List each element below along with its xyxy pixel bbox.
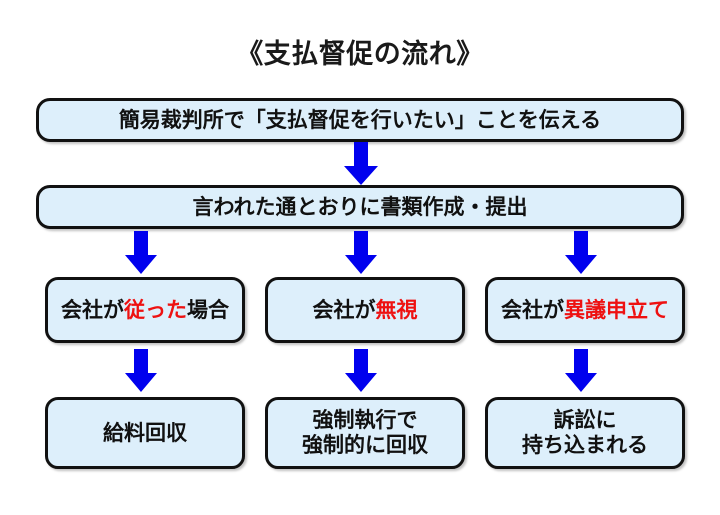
flow-node-step1-label: 簡易裁判所で「支払督促を行いたい」ことを伝える: [118, 107, 602, 132]
flow-node-result2: 強制執行で 強制的に回収: [265, 397, 465, 469]
result2-line1: 強制執行で: [312, 408, 418, 433]
branch1-highlight: 従った: [124, 297, 187, 322]
flow-node-branch2: 会社が無視: [265, 277, 465, 343]
down-arrow-icon: [344, 231, 378, 275]
flow-node-result1-label: 給料回収: [48, 421, 242, 446]
result3-line2: 持ち込まれる: [522, 433, 648, 457]
down-arrow-icon: [343, 142, 379, 186]
branch1-prefix: 会社が: [61, 297, 124, 322]
down-arrow-icon: [564, 349, 598, 393]
flow-node-branch1: 会社が従った場合: [45, 277, 245, 343]
flow-node-step2: 言われた通とおりに書類作成・提出: [36, 185, 684, 229]
branch2-prefix: 会社が: [312, 297, 376, 322]
branch1-suffix: 場合: [187, 297, 229, 322]
flow-node-branch2-label: 会社が無視: [268, 298, 462, 323]
down-arrow-icon: [564, 231, 598, 275]
down-arrow-icon: [124, 231, 158, 275]
flow-node-result3: 訴訟に 持ち込まれる: [485, 397, 685, 469]
branch3-prefix: 会社が: [501, 297, 564, 322]
down-arrow-icon: [124, 349, 158, 393]
branch2-highlight: 無視: [375, 297, 418, 322]
down-arrow-icon: [344, 349, 378, 393]
flow-node-branch3-label: 会社が異議申立て: [488, 298, 682, 323]
flow-node-step2-label: 言われた通とおりに書類作成・提出: [192, 194, 528, 219]
result2-line2: 強制的に回収: [302, 433, 428, 457]
result1-line1: 給料回収: [103, 420, 187, 445]
flow-node-result2-label: 強制執行で 強制的に回収: [268, 408, 462, 458]
page-title: 《支払督促の流れ》: [236, 39, 484, 70]
result3-line1: 訴訟に: [553, 408, 617, 433]
flow-node-result1: 給料回収: [45, 397, 245, 469]
branch3-highlight: 異議申立て: [564, 297, 669, 322]
flow-node-step1: 簡易裁判所で「支払督促を行いたい」ことを伝える: [36, 98, 684, 142]
flow-node-branch1-label: 会社が従った場合: [48, 298, 242, 323]
flow-node-branch3: 会社が異議申立て: [485, 277, 685, 343]
flow-node-result3-label: 訴訟に 持ち込まれる: [488, 408, 682, 458]
